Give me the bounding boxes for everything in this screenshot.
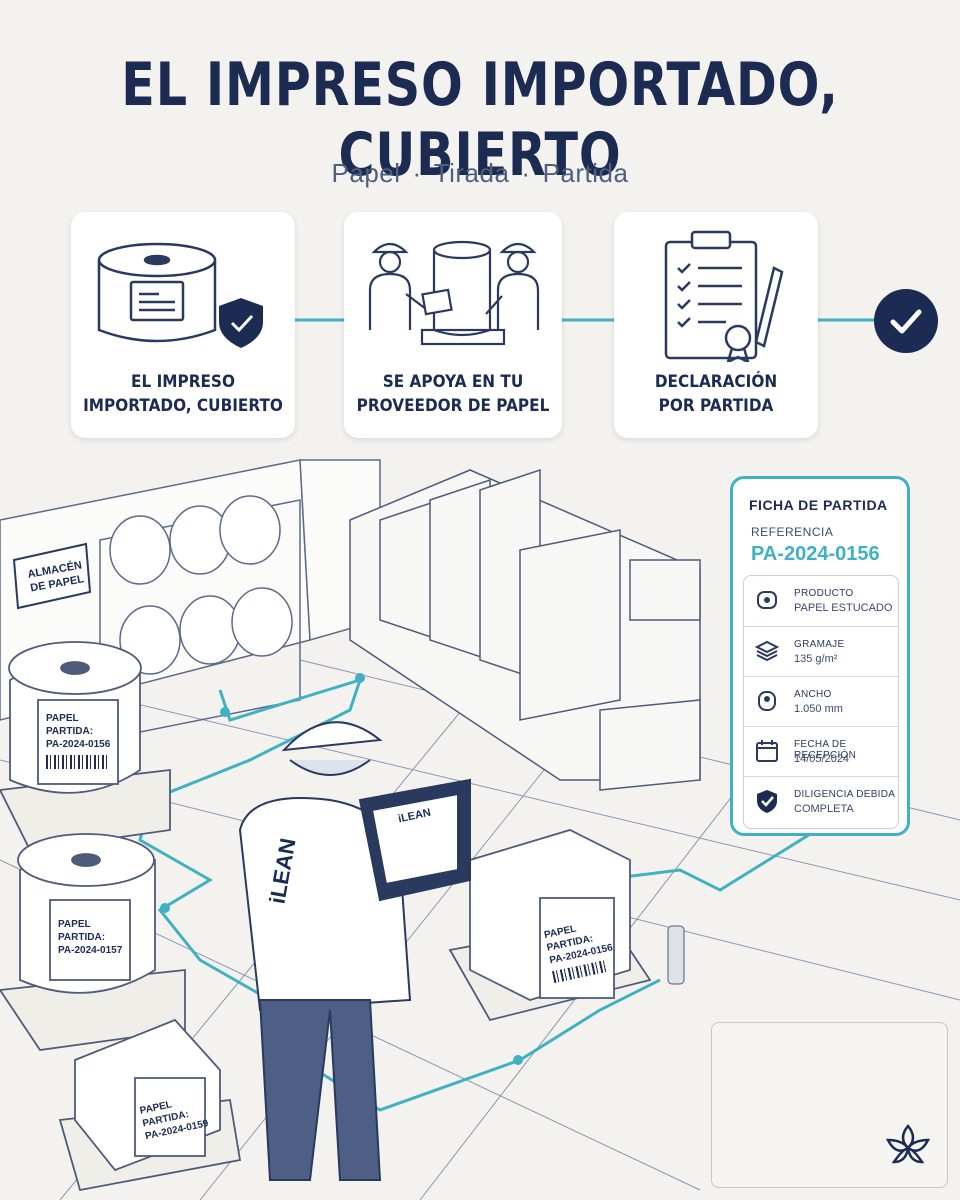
- ficha-value: 135 g/m²: [794, 653, 838, 665]
- roll-label-line: PA-2024-0157: [58, 945, 123, 956]
- roll-width-icon: [758, 691, 776, 711]
- step-card-impreso: EL IMPRESO IMPORTADO, CUBIERTO: [71, 212, 295, 438]
- ficha-title: FICHA DE PARTIDA: [749, 497, 888, 513]
- subtitle-papel: Papel: [331, 158, 401, 188]
- ficha-key: FECHA DE RECEPCIÓN: [794, 739, 857, 761]
- checkmark-circle-icon: [874, 289, 938, 353]
- step-connector: [295, 318, 874, 322]
- flower-logo-icon: [885, 1124, 931, 1164]
- barcode-icon: [46, 755, 108, 769]
- ficha-value: PAPEL ESTUCADO: [794, 602, 893, 614]
- roll-label: PAPEL PARTIDA: PA-2024-0156: [46, 712, 110, 769]
- step-label: SE APOYA EN TU PROVEEDOR DE PAPEL: [356, 372, 550, 416]
- ficha-partida-card: FICHA DE PARTIDA REFERENCIA PA-2024-0156…: [730, 476, 910, 836]
- page-subtitle: Papel · Tirada · Partida: [0, 158, 960, 189]
- roll-label-line: PAPEL: [46, 713, 79, 724]
- workers-handshake-icon: [368, 240, 540, 346]
- roll-label-line: PARTIDA:: [58, 932, 106, 943]
- ficha-row-producto: PRODUCTO PAPEL ESTUCADO: [744, 576, 898, 626]
- paper-roll-icon: [757, 591, 777, 609]
- step-card-declaracion: DECLARACIÓN POR PARTIDA: [614, 212, 818, 438]
- subtitle-tirada: Tirada: [433, 158, 510, 188]
- ficha-value: COMPLETA: [794, 803, 854, 815]
- ficha-ref-label: REFERENCIA: [751, 525, 834, 539]
- ficha-row-gramaje: GRAMAJE 135 g/m²: [744, 626, 898, 676]
- roll-label: PAPEL PARTIDA: PA-2024-0157: [58, 918, 122, 957]
- ficha-row-fecha: FECHA DE RECEPCIÓN 14/05/2024: [744, 726, 898, 776]
- shield-check-icon: [757, 790, 777, 813]
- clipboard-checklist-icon: [664, 230, 784, 362]
- warehouse-scene: [0, 459, 960, 1200]
- ficha-row-ancho: ANCHO 1.050 mm: [744, 676, 898, 726]
- subtitle-partida: Partida: [542, 158, 629, 188]
- layers-icon: [754, 640, 780, 662]
- ficha-key: PRODUCTO: [794, 588, 854, 599]
- blank-panel: [711, 1022, 948, 1188]
- roll-label-line: PA-2024-0156: [46, 739, 111, 750]
- step-label: EL IMPRESO IMPORTADO, CUBIERTO: [83, 372, 283, 416]
- ficha-rows: PRODUCTO PAPEL ESTUCADO GRAMAJE 135 g/m²…: [743, 575, 899, 829]
- paper-roll-shield-icon: [97, 242, 263, 348]
- ficha-ref-value: PA-2024-0156: [751, 543, 880, 565]
- ficha-key: GRAMAJE: [794, 639, 845, 650]
- ficha-value: 1.050 mm: [794, 703, 843, 715]
- ficha-row-diligencia: DILIGENCIA DEBIDA COMPLETA: [744, 776, 898, 826]
- step-label: DECLARACIÓN POR PARTIDA: [654, 372, 778, 416]
- page-title: EL IMPRESO IMPORTADO, CUBIERTO: [121, 50, 839, 190]
- ficha-key: DILIGENCIA DEBIDA: [794, 789, 896, 800]
- warehouse-sign: [12, 542, 92, 610]
- subtitle-separator: ·: [521, 158, 531, 188]
- calendar-icon: [756, 740, 778, 762]
- roll-label-line: PARTIDA:: [46, 726, 94, 737]
- subtitle-separator: ·: [412, 158, 422, 188]
- ficha-value: 14/05/2024: [794, 753, 850, 765]
- step-card-proveedor: SE APOYA EN TU PROVEEDOR DE PAPEL: [344, 212, 562, 438]
- roll-label-line: PAPEL: [58, 919, 91, 930]
- ficha-key: ANCHO: [794, 689, 832, 700]
